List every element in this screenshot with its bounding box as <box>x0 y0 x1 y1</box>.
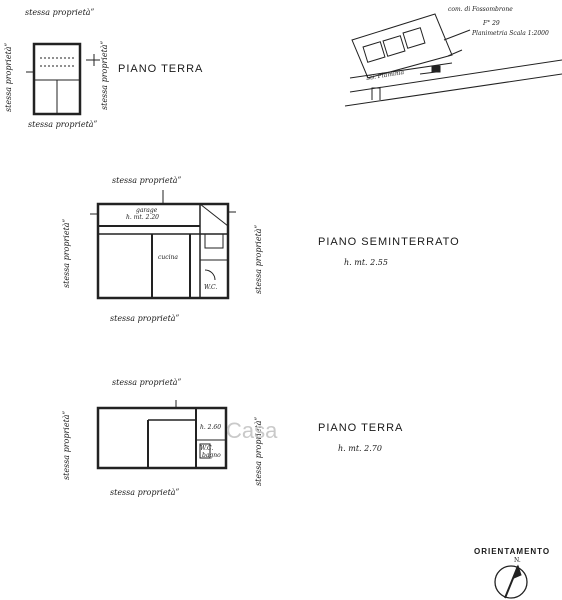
orientation-north: N. <box>514 557 521 564</box>
ground-room-height: h. 2.60 <box>200 424 222 431</box>
orientation-label: ORIENTAMENTO <box>474 547 551 556</box>
north-arrow <box>494 564 528 599</box>
owner-label-basement-top: stessa proprietàʺ <box>112 176 182 185</box>
ground-bath-label: bagno <box>202 452 221 459</box>
owner-label-ground-top: stessa proprietàʺ <box>112 378 182 387</box>
basement-plan <box>90 190 236 300</box>
cadastral-foglio: F° 29 <box>483 20 500 27</box>
basement-garage-height: h. mt. 2.20 <box>126 214 159 221</box>
owner-label-ground-left: stessa proprietàʺ <box>62 410 71 480</box>
basement-wc-label: W.C. <box>204 284 218 291</box>
small-plan <box>26 42 100 116</box>
plan-top-title: PIANO TERRA <box>118 63 204 75</box>
plan-basement-height: h. mt. 2.55 <box>344 258 388 267</box>
owner-label-bottom-small: stessa proprietàʺ <box>28 120 98 129</box>
owner-label-basement-left: stessa proprietàʺ <box>62 218 71 288</box>
plan-ground-title: PIANO TERRA <box>318 422 404 434</box>
ground-plan <box>96 400 228 470</box>
owner-label-basement-bottom: stessa proprietàʺ <box>110 314 180 323</box>
watermark: Casa <box>226 418 278 443</box>
plan-ground-height: h. mt. 2.70 <box>338 444 382 453</box>
cadastral-scale: Planimetria Scala 1:2000 <box>472 30 549 37</box>
plan-basement-title: PIANO SEMINTERRATO <box>318 236 460 248</box>
basement-garage-label: garage <box>136 207 158 214</box>
basement-kitchen-label: cucina <box>158 254 178 261</box>
ground-wc-label: W.C. <box>200 445 214 452</box>
cadastral-comune: com. di Fossombrone <box>448 6 513 13</box>
owner-label-ground-bottom: stessa proprietàʺ <box>110 488 180 497</box>
owner-label-basement-right: stessa proprietàʺ <box>254 224 263 294</box>
cadastral-map <box>344 13 562 107</box>
owner-label-top-small: stessa proprietàʺ <box>25 8 95 17</box>
